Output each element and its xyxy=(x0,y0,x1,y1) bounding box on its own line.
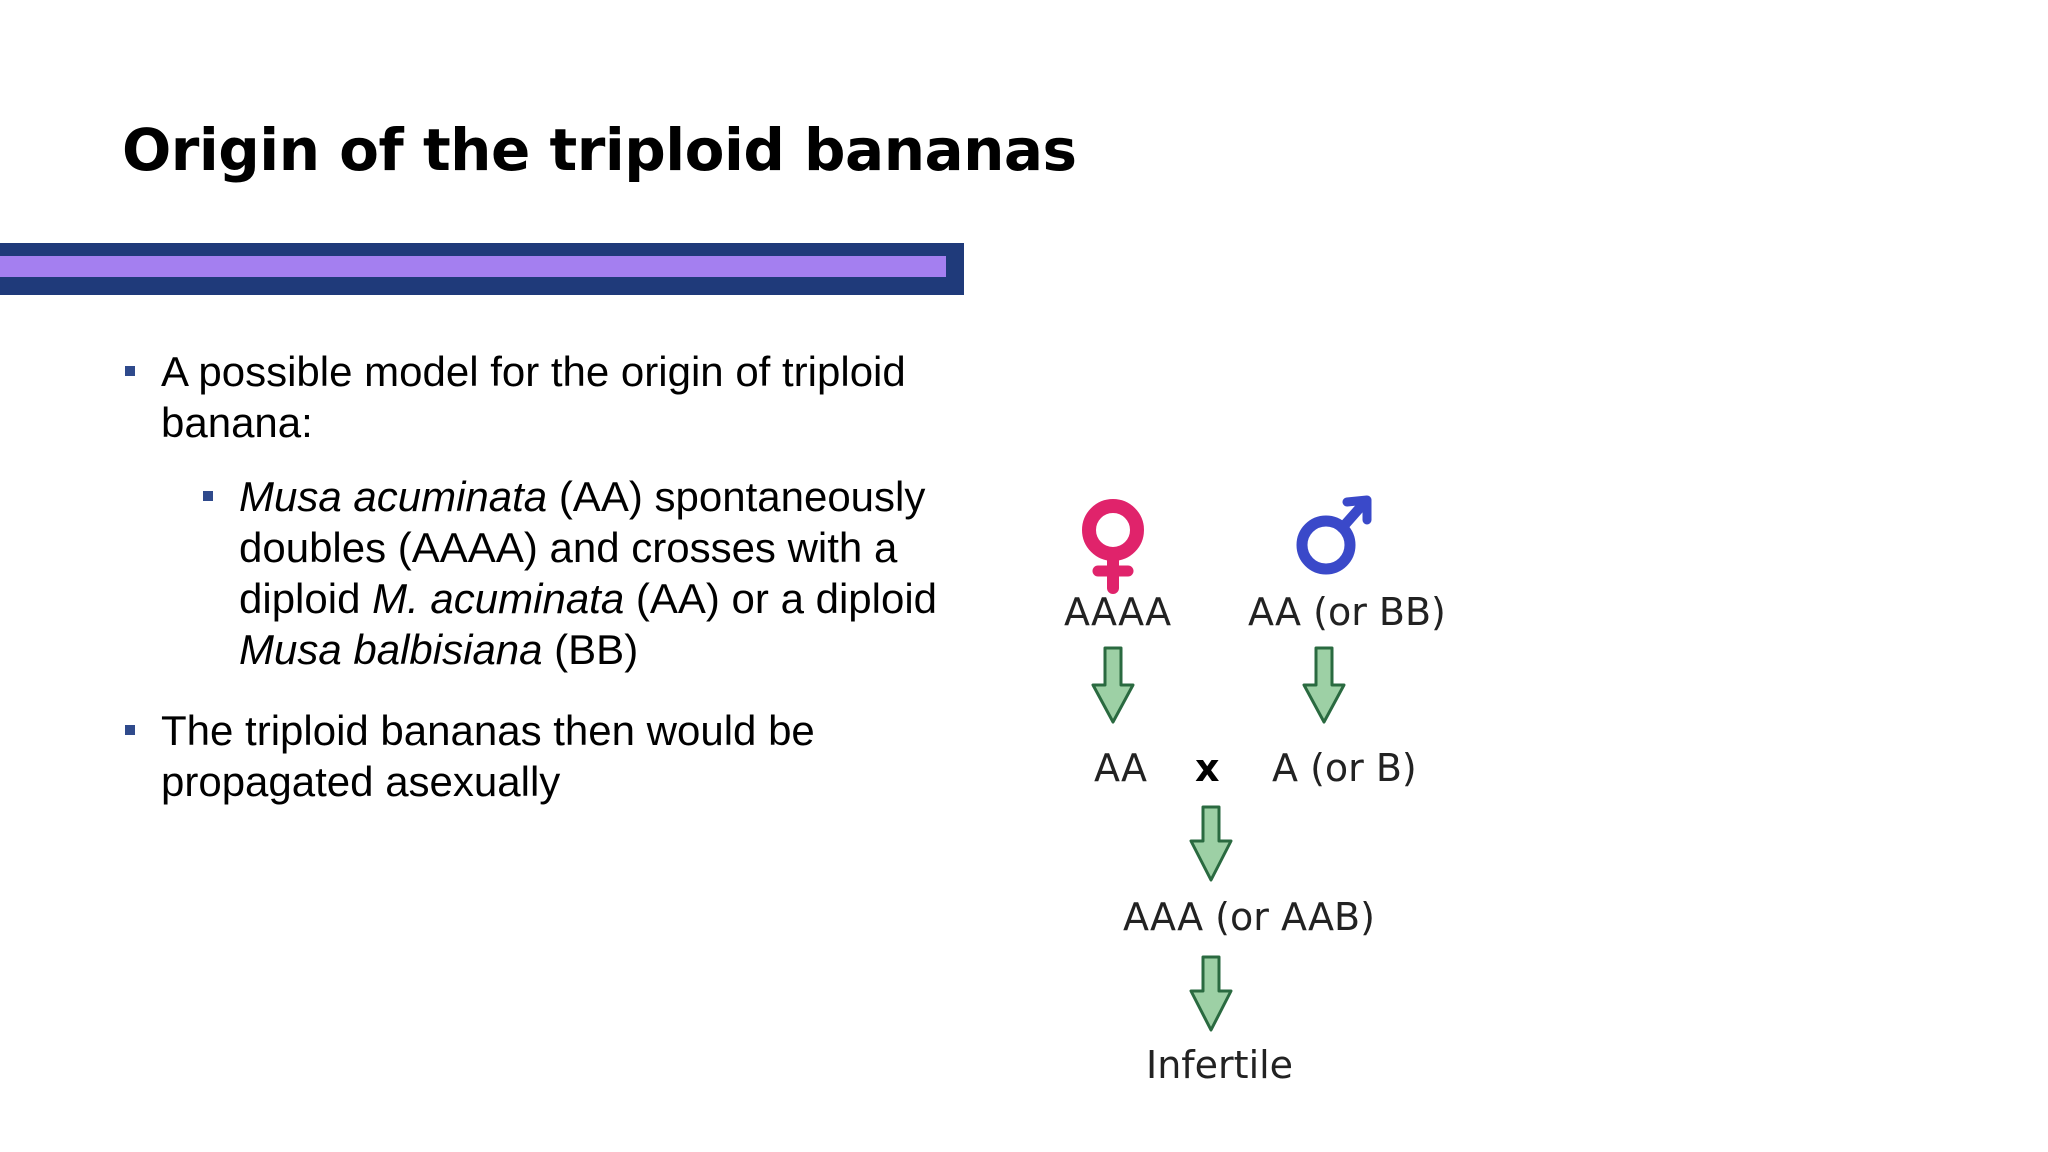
bullet-text: The triploid bananas then would be propa… xyxy=(161,707,815,805)
bullet-item: The triploid bananas then would be propa… xyxy=(122,705,902,807)
female-gamete-genotype: AA xyxy=(1094,746,1148,790)
male-parent-genotype: AA (or BB) xyxy=(1248,590,1446,634)
down-arrow-icon xyxy=(1189,955,1233,1032)
species-name: M. acuminata xyxy=(372,575,625,622)
bullet-item: A possible model for the origin of tripl… xyxy=(122,346,982,448)
sub-bullet-text: Musa acuminata (AA) spontaneously double… xyxy=(239,473,938,673)
title-underline-accent xyxy=(0,256,946,277)
bullet-marker-icon xyxy=(203,491,213,501)
down-arrow-icon xyxy=(1302,646,1346,724)
female-symbol-icon xyxy=(1082,499,1144,594)
offspring-fertility: Infertile xyxy=(1146,1043,1294,1087)
offspring-genotype: AAA (or AAB) xyxy=(1123,895,1375,939)
bullet-marker-icon xyxy=(125,725,135,735)
bullet-text: A possible model for the origin of tripl… xyxy=(161,348,906,446)
diagram-graphics xyxy=(1082,495,1372,1032)
sub-bullet-item: Musa acuminata (AA) spontaneously double… xyxy=(200,471,970,675)
cross-diagram: AAAA AA (or BB) AA x A (or B) AAA (or AA… xyxy=(1040,480,1500,1100)
species-name: Musa balbisiana xyxy=(239,626,543,673)
title-underline-bar xyxy=(0,243,964,295)
male-symbol-icon xyxy=(1296,495,1372,575)
bullet-marker-icon xyxy=(125,366,135,376)
slide-title: Origin of the triploid bananas xyxy=(122,116,1077,184)
down-arrow-icon xyxy=(1091,646,1135,724)
bullet-list: A possible model for the origin of tripl… xyxy=(122,346,1002,807)
cross-symbol: x xyxy=(1195,746,1220,790)
female-parent-genotype: AAAA xyxy=(1064,590,1172,634)
male-gamete-genotype: A (or B) xyxy=(1272,746,1417,790)
species-name: Musa acuminata xyxy=(239,473,548,520)
down-arrow-icon xyxy=(1189,805,1233,882)
